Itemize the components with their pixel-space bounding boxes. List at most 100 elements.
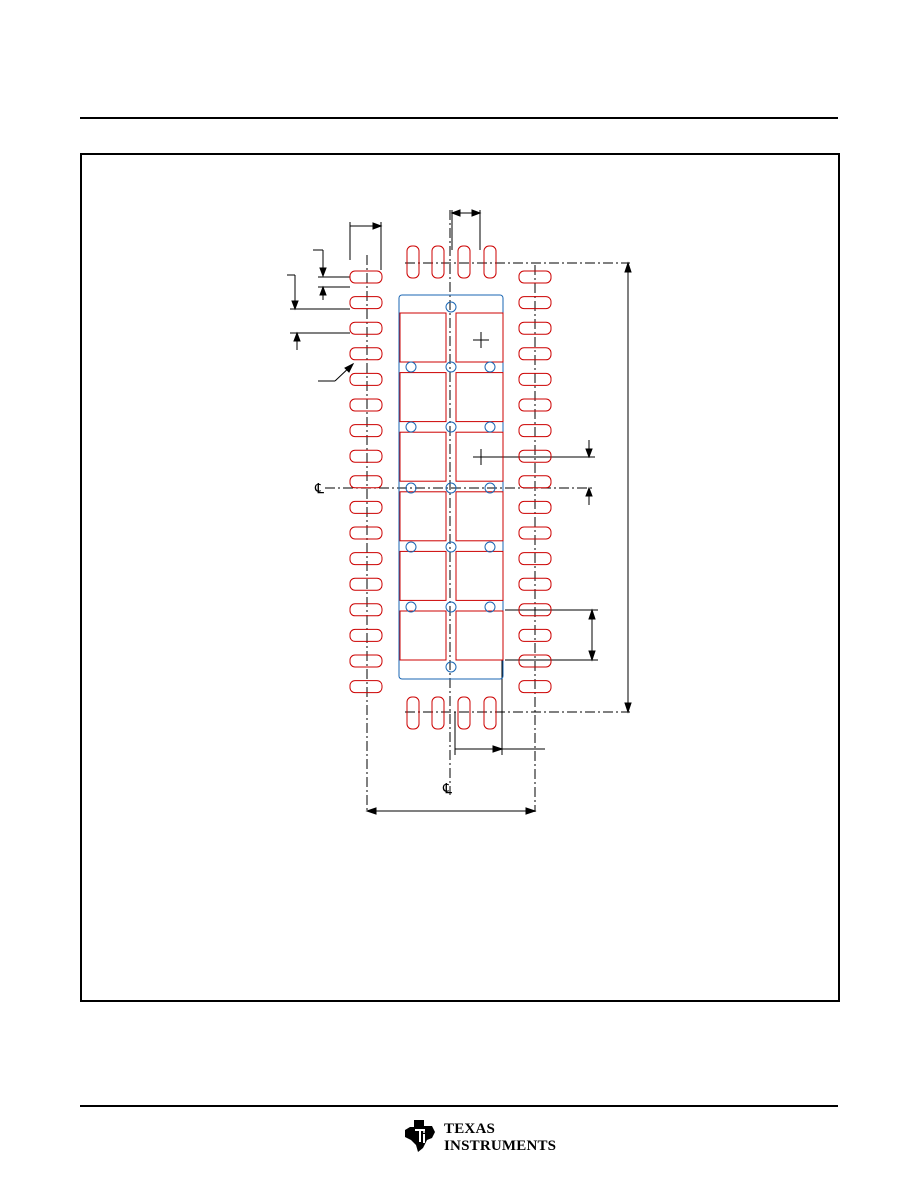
thermal-via bbox=[445, 661, 457, 673]
arrowhead bbox=[344, 362, 355, 373]
arrowhead bbox=[291, 300, 299, 311]
arrowhead bbox=[588, 650, 596, 662]
side-pad-right bbox=[518, 500, 552, 514]
thermal-via bbox=[405, 541, 417, 553]
thermal-segment bbox=[455, 491, 504, 542]
side-pad-left bbox=[349, 475, 383, 489]
side-pad-right bbox=[518, 424, 552, 438]
footer-rule bbox=[80, 1105, 838, 1107]
side-pad-left bbox=[349, 552, 383, 566]
thermal-via bbox=[484, 421, 496, 433]
thermal-via bbox=[445, 601, 457, 613]
thermal-via bbox=[484, 601, 496, 613]
thermal-via bbox=[484, 361, 496, 373]
dimension-lines bbox=[287, 209, 632, 815]
side-pad-left bbox=[349, 296, 383, 310]
side-pad-right bbox=[518, 577, 552, 591]
side-pad-left bbox=[349, 500, 383, 514]
side-pad-right bbox=[518, 372, 552, 386]
arrowhead bbox=[450, 209, 461, 217]
side-pad-left bbox=[349, 680, 383, 694]
thermal-via bbox=[405, 421, 417, 433]
end-pads bbox=[406, 245, 497, 730]
thermal-segment bbox=[455, 431, 504, 482]
thermal-via bbox=[405, 601, 417, 613]
side-pad-left bbox=[349, 628, 383, 642]
thermal-segment bbox=[399, 312, 447, 363]
side-pad-right bbox=[518, 654, 552, 668]
side-pad-left bbox=[349, 654, 383, 668]
side-pad-right bbox=[518, 296, 552, 310]
arrowhead bbox=[585, 448, 593, 459]
arrowhead bbox=[525, 807, 537, 815]
side-pad-left bbox=[349, 577, 383, 591]
side-pad-right bbox=[518, 526, 552, 540]
thermal-via bbox=[405, 361, 417, 373]
drawing-frame bbox=[80, 153, 840, 1002]
thermal-segment bbox=[455, 312, 504, 363]
thermal-segment bbox=[399, 550, 447, 601]
side-pad-left bbox=[349, 603, 383, 617]
end-pad-top bbox=[431, 245, 445, 279]
thermal-segment bbox=[399, 372, 447, 423]
end-pad-top bbox=[406, 245, 420, 279]
logo-line-instruments: Instruments bbox=[444, 1138, 557, 1154]
side-pad-right bbox=[518, 680, 552, 694]
thermal-via bbox=[445, 482, 457, 494]
side-pad-left bbox=[349, 424, 383, 438]
thermal-via bbox=[445, 361, 457, 373]
thermal-segment bbox=[455, 550, 504, 601]
arrowhead bbox=[471, 209, 482, 217]
side-pad-left bbox=[349, 347, 383, 361]
logo-line-texas: Texas bbox=[444, 1121, 496, 1137]
thermal-segment bbox=[455, 610, 504, 661]
side-pad-right bbox=[518, 398, 552, 412]
side-pad-left bbox=[349, 398, 383, 412]
side-pad-left bbox=[349, 372, 383, 386]
thermal-via bbox=[484, 541, 496, 553]
end-pad-top bbox=[457, 245, 471, 279]
thermal-via bbox=[405, 482, 417, 494]
thermal-segment bbox=[455, 372, 504, 423]
arrowhead bbox=[319, 285, 327, 296]
arrowhead bbox=[588, 608, 596, 620]
side-pad-right bbox=[518, 449, 552, 463]
side-pad-right bbox=[518, 475, 552, 489]
arrowhead bbox=[585, 486, 593, 497]
ti-state-logo-icon bbox=[405, 1120, 435, 1152]
side-pad-right bbox=[518, 628, 552, 642]
side-pad-left bbox=[349, 526, 383, 540]
side-pad-right bbox=[518, 321, 552, 335]
arrowhead bbox=[624, 261, 632, 273]
arrowhead bbox=[293, 331, 301, 342]
arrowhead bbox=[492, 745, 504, 753]
thermal-pad-outline bbox=[398, 294, 504, 680]
end-pad-bottom bbox=[431, 696, 445, 730]
thermal-via bbox=[445, 301, 457, 313]
side-pad-right bbox=[518, 603, 552, 617]
arrowhead bbox=[624, 702, 632, 714]
side-pad-right bbox=[518, 347, 552, 361]
arrowhead bbox=[372, 222, 383, 230]
end-pad-top bbox=[483, 245, 497, 279]
thermal-via bbox=[445, 541, 457, 553]
arrowhead bbox=[365, 807, 377, 815]
arrowhead bbox=[319, 267, 327, 278]
end-pad-bottom bbox=[457, 696, 471, 730]
side-pad-left bbox=[349, 321, 383, 335]
thermal-segment bbox=[399, 431, 447, 482]
end-pad-bottom bbox=[483, 696, 497, 730]
thermal-via bbox=[445, 421, 457, 433]
centerline-label-bottom: ℄ bbox=[442, 781, 452, 797]
thermal-pad-segments bbox=[399, 312, 504, 661]
side-pad-left bbox=[349, 270, 383, 284]
thermal-via bbox=[484, 482, 496, 494]
centerline-label-left: ℄ bbox=[314, 481, 324, 497]
thermal-segment bbox=[399, 610, 447, 661]
side-pad-left bbox=[349, 449, 383, 463]
side-pad-right bbox=[518, 552, 552, 566]
thermal-vias bbox=[405, 301, 496, 673]
ti-logo: Texas Instruments bbox=[402, 1118, 562, 1158]
thermal-segment bbox=[399, 491, 447, 542]
